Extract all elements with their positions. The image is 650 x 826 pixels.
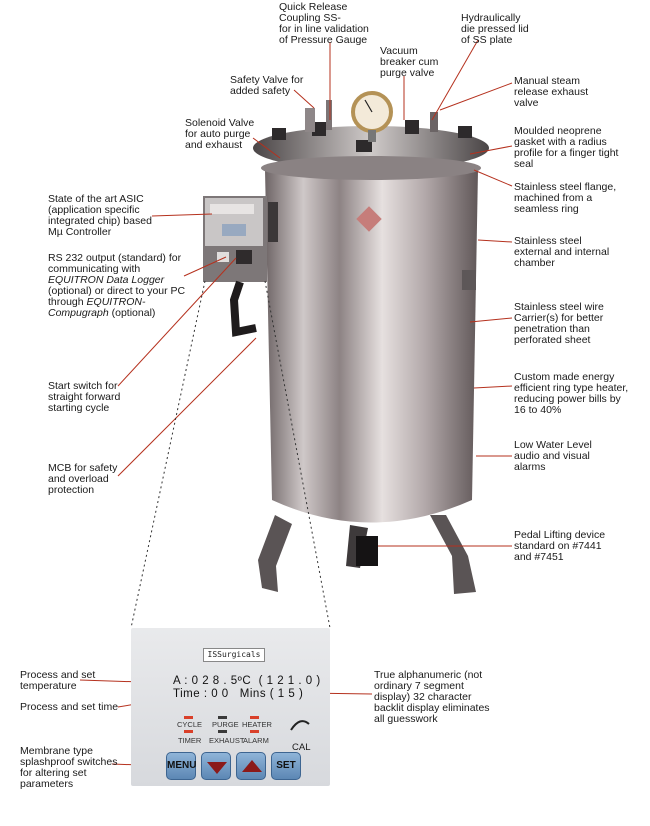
label-low-water: Low Water Level audio and visual alarms <box>514 439 592 473</box>
leader-line <box>117 337 257 477</box>
led-cycle <box>184 716 193 719</box>
gauge-needle <box>364 99 373 113</box>
label-flange: Stainless steel flange, machined from a … <box>514 181 617 215</box>
label-pedal: Pedal Lifting device standard on #7441 a… <box>514 529 606 563</box>
label-process-time: Process and set time <box>20 701 119 713</box>
chamber-body <box>265 170 478 523</box>
clamp-knob <box>405 120 419 134</box>
right-leg <box>430 515 476 594</box>
leader-line <box>252 137 281 159</box>
rs232-product: EQUITRON- <box>86 296 146 308</box>
menu-key-label: MENU <box>167 760 197 771</box>
label-heater: Custom made energy efficient ring type h… <box>514 371 629 416</box>
rs232-line: RS 232 output (standard) for <box>48 252 182 264</box>
down-arrow-icon <box>207 762 227 774</box>
set-key-label: SET <box>276 760 296 771</box>
logo-mark <box>356 206 382 232</box>
leader-line <box>151 213 213 217</box>
control-box-keys <box>222 224 246 236</box>
label-hydraulic-lid: Hydraulically die pressed lid of SS plat… <box>461 12 529 46</box>
clamp-knob <box>312 122 326 136</box>
menu-key[interactable]: MENU <box>166 752 196 780</box>
lcd-time-line: Time : 0 0 Mins ( 1 5 ) <box>173 688 304 700</box>
left-leg <box>258 515 292 592</box>
indicator-timer: TIMER <box>178 736 202 745</box>
zoom-guide <box>264 280 331 629</box>
clamp-knob <box>272 128 286 140</box>
label-asic: State of the art ASIC (application speci… <box>48 193 152 238</box>
control-box-display <box>210 204 254 214</box>
quick-coupling <box>326 100 332 130</box>
led-alarm <box>250 730 259 733</box>
leader-line <box>477 239 513 243</box>
label-quick-release: Quick Release Coupling SS- for in line v… <box>279 1 369 46</box>
leader-line <box>183 256 227 277</box>
label-start-switch: Start switch for straight forward starti… <box>48 380 121 414</box>
set-key[interactable]: SET <box>271 752 301 780</box>
mcb-switch <box>236 250 252 264</box>
label-vacuum-breaker: Vacuum breaker cum purge valve <box>380 45 439 79</box>
label-rs232: RS 232 output (standard) for communicati… <box>48 253 185 319</box>
gauge-stem <box>368 130 376 142</box>
label-membrane: Membrane type splashproof switches for a… <box>20 745 118 790</box>
indicator-exhaust: EXHAUST <box>209 736 245 745</box>
lcd-temperature-line: A : 0 2 8 . 5ºC ( 1 2 1 . 0 ) <box>173 675 321 687</box>
led-purge <box>218 716 227 719</box>
clamp-knob <box>458 126 472 138</box>
cal-arc-icon <box>290 720 310 731</box>
power-cable <box>229 280 257 337</box>
rs232-line: through <box>48 296 87 308</box>
brand-badge: ISSurgicals <box>203 648 265 662</box>
leader-line <box>431 39 479 121</box>
rs232-product: Compugraph <box>48 307 109 319</box>
pedal <box>356 536 378 566</box>
zoom-guide <box>130 280 206 629</box>
indicator-purge: PURGE <box>212 720 239 729</box>
led-heater <box>250 716 259 719</box>
leader-line <box>469 317 513 323</box>
rs232-line: communicating with <box>48 263 141 275</box>
leader-line <box>293 89 315 109</box>
label-manual-steam: Manual steam release exhaust valve <box>514 75 589 109</box>
up-arrow-icon <box>242 760 262 772</box>
down-arrow-key[interactable] <box>201 752 231 780</box>
led-exhaust <box>218 730 227 733</box>
label-safety-valve: Safety Valve for added safety <box>230 74 304 97</box>
label-wire-carrier: Stainless steel wire Carrier(s) for bett… <box>514 301 604 346</box>
label-gasket: Moulded neoprene gasket with a radius pr… <box>514 125 619 170</box>
indicator-cycle: CYCLE <box>177 720 203 729</box>
up-arrow-key[interactable] <box>236 752 266 780</box>
safety-valve <box>305 108 315 132</box>
leader-line <box>117 257 237 387</box>
flange <box>261 156 481 180</box>
leader-line <box>469 145 513 155</box>
start-switch <box>217 252 229 262</box>
leader-line <box>473 169 513 187</box>
side-bracket <box>268 202 278 242</box>
rs232-product: EQUITRON Data Logger <box>48 274 165 286</box>
label-chamber: Stainless steel external and internal ch… <box>514 235 610 269</box>
label-mcb: MCB for safety and overload protection <box>48 462 118 496</box>
leader-line <box>473 385 513 389</box>
clamp-knob <box>356 140 372 152</box>
leader-line <box>439 82 513 111</box>
rs232-line: (optional) <box>108 307 156 319</box>
indicator-alarm: ALARM <box>243 736 269 745</box>
rs232-line: (optional) or direct to your PC <box>48 285 186 297</box>
indicator-heater: HEATER <box>242 720 272 729</box>
manual-valve <box>430 112 438 132</box>
led-timer <box>184 730 193 733</box>
label-process-temp: Process and set temperature <box>20 669 96 692</box>
label-solenoid: Solenoid Valve for auto purge and exhaus… <box>185 117 255 151</box>
cal-label: CAL <box>292 742 311 753</box>
label-alphanumeric: True alphanumeric (not ordinary 7 segmen… <box>374 669 490 725</box>
handle <box>462 270 476 290</box>
